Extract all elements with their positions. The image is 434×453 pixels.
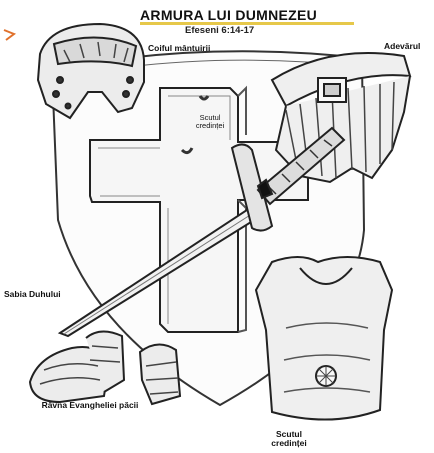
sword-label: Sabia Duhului (4, 290, 61, 299)
page-title: ARMURA LUI DUMNEZEU (140, 8, 317, 23)
accent-mark (4, 30, 14, 40)
breastplate-label: Scutul credinței (262, 430, 316, 448)
shield-label: Scutul credinței (188, 114, 232, 130)
helmet-label: Coiful mântuirii (148, 44, 210, 53)
truth-label: Adevărul (384, 42, 420, 51)
scripture-reference: Efeseni 6:14-17 (185, 26, 254, 36)
shoes-label: Râvna Evangheliei păcii (20, 401, 160, 410)
breastplate-icon (256, 257, 392, 420)
